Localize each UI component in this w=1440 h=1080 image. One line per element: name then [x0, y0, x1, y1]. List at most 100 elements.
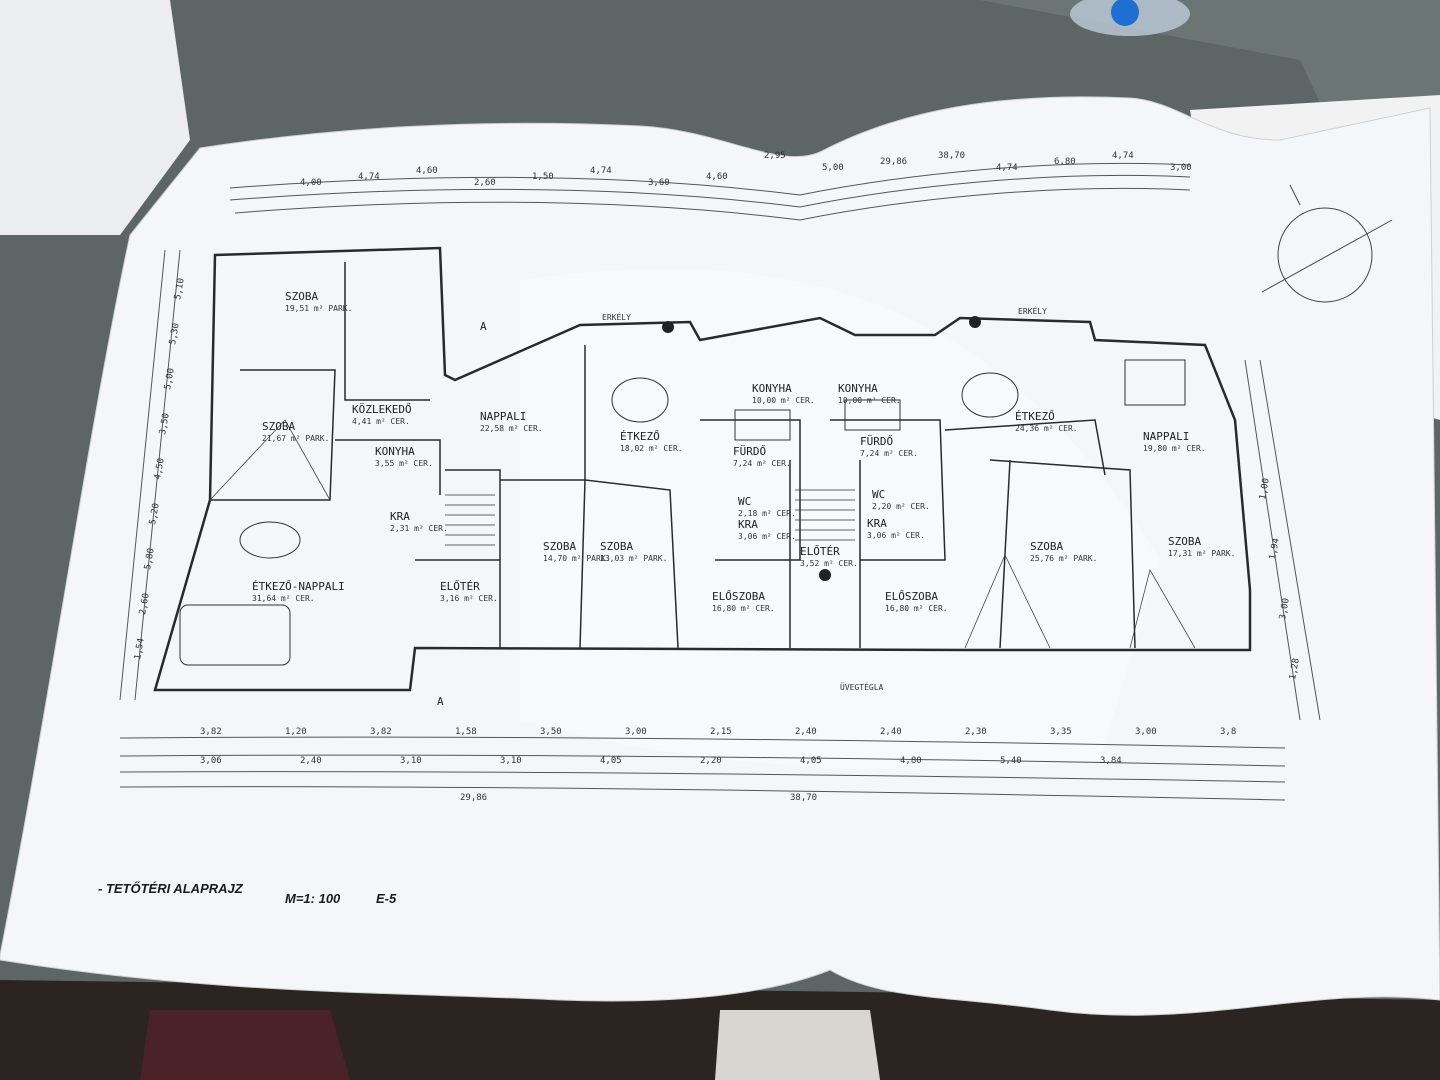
plan-scale: M=1: 100 [285, 891, 341, 906]
room-area: 3,55 m² CER. [375, 459, 433, 468]
dimension-label: 1,50 [532, 172, 554, 182]
water-bottle [1070, 0, 1190, 36]
room-name: FÜRDŐ [860, 434, 893, 448]
room-area: 18,02 m² CER. [620, 444, 683, 453]
room-area: 10,00 m² CER. [838, 396, 901, 405]
room-name: WC [738, 495, 751, 508]
room-area: 24,36 m² CER. [1015, 424, 1078, 433]
left-dimension-labels: 5,105,305,003,504,505,205,802,601,54 [133, 277, 187, 660]
dimension-label: 2,30 [965, 727, 987, 737]
left-dimension-lines [119, 249, 181, 701]
room-name: NAPPALI [1143, 430, 1189, 443]
section-mark-bottom: A [437, 695, 444, 708]
dimension-label: 29,86 [460, 793, 487, 803]
uveg-tegla-label: ÜVEGTÉGLA [840, 681, 884, 692]
room-name: ELŐSZOBA [712, 589, 765, 603]
room-area: 2,31 m² CER. [390, 524, 448, 533]
dimension-label: 4,80 [900, 756, 922, 766]
dimension-label: 5,00 [163, 367, 177, 390]
center-marker [819, 569, 831, 581]
room-area: 17,31 m² PARK. [1168, 549, 1235, 558]
room-name: ELŐTÉR [800, 544, 840, 558]
dimension-label: 2,60 [138, 592, 152, 615]
dimension-label: 5,20 [148, 502, 162, 525]
room-name: SZOBA [262, 420, 295, 433]
dimension-label: 3,00 [625, 727, 647, 737]
sheet-number: E-5 [376, 891, 397, 906]
room-area: 16,80 m² CER. [885, 604, 948, 613]
dimension-label: 38,70 [790, 793, 817, 803]
dimension-label: 3,00 [1170, 163, 1192, 173]
erkely-right-label: ERKÉLY [1018, 305, 1047, 316]
dimension-label: 4,74 [358, 172, 380, 182]
room-name: NAPPALI [480, 410, 526, 423]
room-name: KRA [738, 518, 758, 531]
dimension-label: 5,10 [173, 277, 187, 300]
erkely-marker-right [969, 316, 981, 328]
room-name: SZOBA [543, 540, 576, 553]
top-dimension-labels: 4,004,744,602,601,504,743,604,602,955,00… [300, 151, 1192, 188]
dimension-label: 2,15 [710, 727, 732, 737]
room-area: 3,16 m² CER. [440, 594, 498, 603]
dimension-label: 4,60 [416, 166, 438, 176]
bottom-dimension-lines [119, 736, 1286, 801]
dimension-label: 3,00 [1278, 597, 1292, 620]
dimension-label: 2,60 [474, 178, 496, 188]
room-area: 3,06 m² CER. [738, 532, 796, 541]
room-name: SZOBA [600, 540, 633, 553]
room-name: KONYHA [752, 382, 792, 395]
room-area: 10,00 m² CER. [752, 396, 815, 405]
room-name: ELŐSZOBA [885, 589, 938, 603]
dimension-label: 4,50 [153, 457, 167, 480]
dimension-label: 1,00 [1258, 477, 1272, 500]
dimension-label: 1,54 [133, 637, 147, 660]
dimension-label: 2,40 [880, 727, 902, 737]
dimension-label: 5,40 [1000, 756, 1022, 766]
room-name: SZOBA [1030, 540, 1063, 553]
dimension-label: 4,60 [706, 172, 728, 182]
room-name: SZOBA [1168, 535, 1201, 548]
dimension-label: 1,58 [455, 727, 477, 737]
room-area: 19,80 m² CER. [1143, 444, 1206, 453]
room-name: SZOBA [285, 290, 318, 303]
furniture [179, 359, 1186, 666]
dimension-label: 2,40 [795, 727, 817, 737]
room-area: 14,70 m² PARK. [543, 554, 610, 563]
blueprint-sheet [0, 96, 1440, 1016]
dimension-label: 2,95 [764, 151, 786, 161]
room-area: 22,58 m² CER. [480, 424, 543, 433]
dimension-label: 1,28 [1288, 657, 1302, 680]
section-mark-top: A [480, 320, 487, 333]
dimension-label: 4,00 [300, 178, 322, 188]
dimension-label: 3,06 [200, 756, 222, 766]
room-area: 3,52 m² CER. [800, 559, 858, 568]
dimension-label: 1,94 [1268, 537, 1282, 560]
stairs-center [795, 489, 855, 541]
erkely-marker-left [662, 321, 674, 333]
room-area: 7,24 m² CER. [860, 449, 918, 458]
dimension-label: 4,74 [996, 163, 1018, 173]
dimension-label: 3,82 [200, 727, 222, 737]
dimension-label: 3,82 [370, 727, 392, 737]
dimension-label: 1,20 [285, 727, 307, 737]
north-arrow [1261, 184, 1393, 303]
background-paper [0, 0, 190, 235]
chair [140, 1010, 350, 1080]
room-name: WC [872, 488, 885, 501]
room-name: KONYHA [838, 382, 878, 395]
room-name: KONYHA [375, 445, 415, 458]
room-name: ÉTKEZŐ [620, 429, 660, 443]
room-name: KÖZLEKEDŐ [352, 402, 412, 416]
dimension-label: 5,30 [168, 322, 182, 345]
room-name: KRA [390, 510, 410, 523]
dimension-label: 3,10 [400, 756, 422, 766]
dimension-label: 4,05 [800, 756, 822, 766]
dimension-label: 2,40 [300, 756, 322, 766]
dimension-label: 3,00 [1135, 727, 1157, 737]
room-name: KRA [867, 517, 887, 530]
dimension-label: 2,20 [700, 756, 722, 766]
erkely-left-label: ERKÉLY [602, 311, 631, 322]
